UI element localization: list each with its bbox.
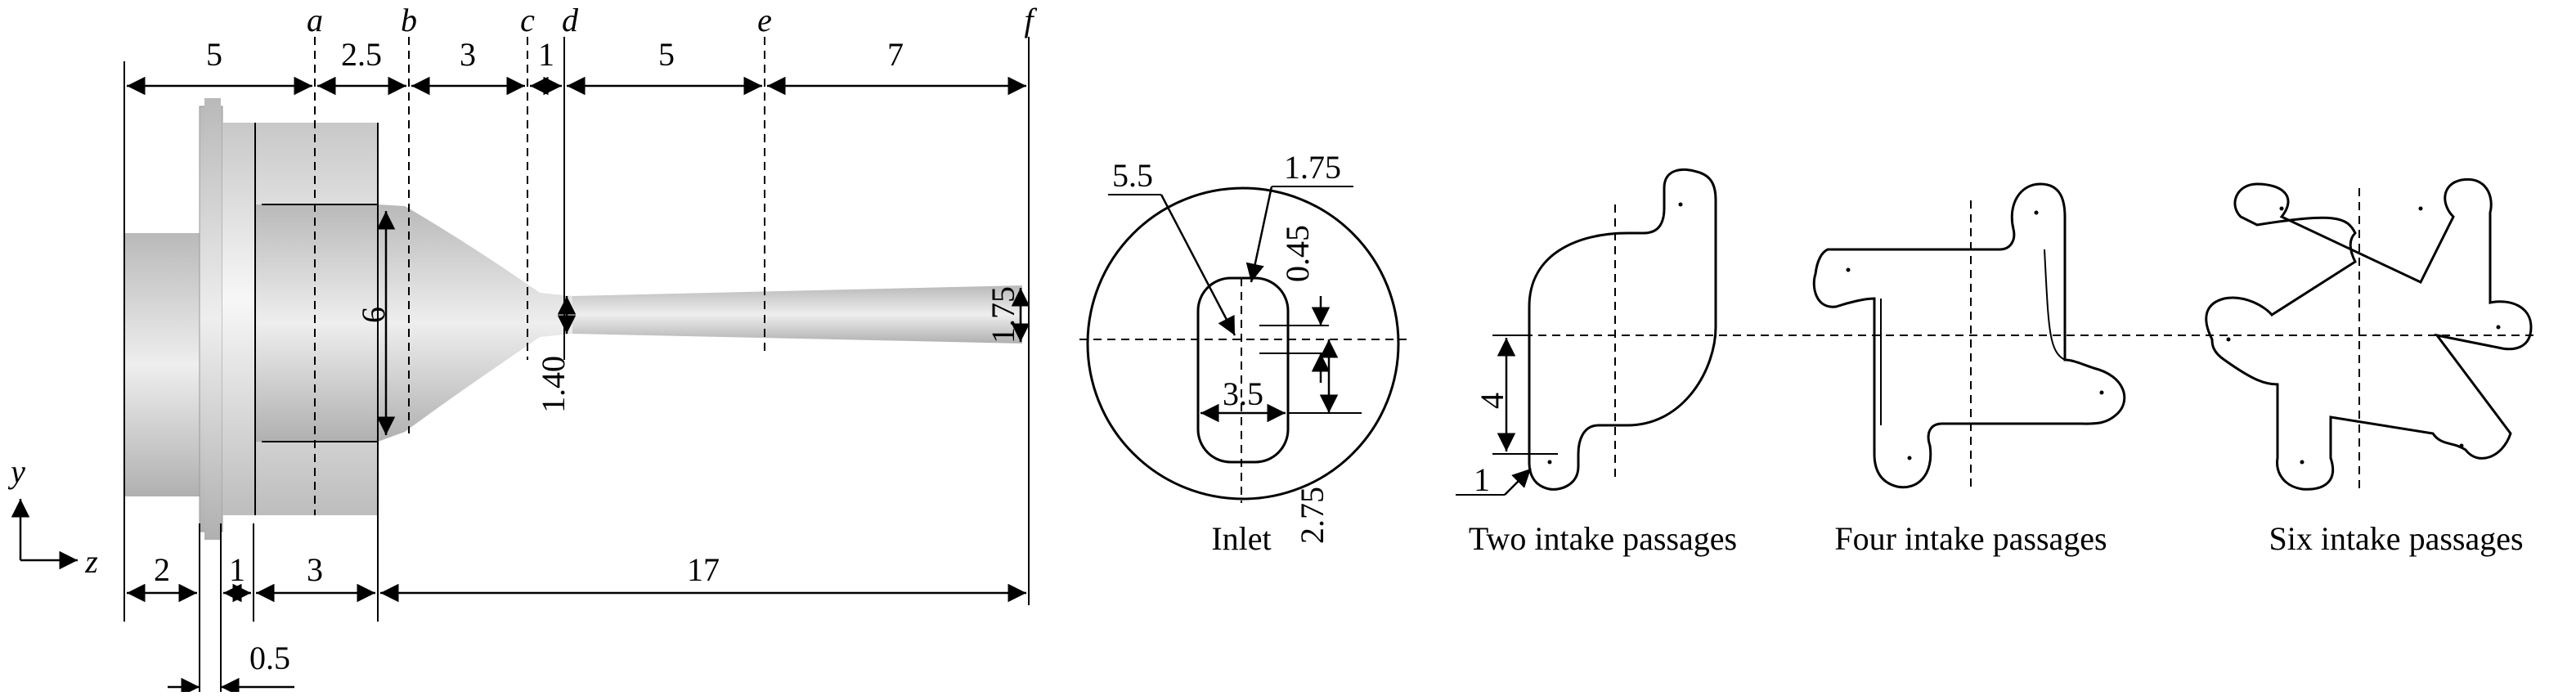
dim-0-45: 0.45 bbox=[1279, 225, 1316, 282]
dim-3-5: 3.5 bbox=[1223, 375, 1263, 412]
orifice-tube bbox=[572, 285, 1022, 344]
section-label-a: a bbox=[307, 2, 323, 38]
swirl-chamber-inner bbox=[255, 204, 378, 442]
inlet-slot bbox=[1196, 276, 1290, 464]
six-passage-contour bbox=[2205, 177, 2533, 491]
axis-label-y: y bbox=[7, 453, 25, 490]
four-passages-caption: Four intake passages bbox=[1834, 520, 2107, 557]
section-label-d: d bbox=[562, 2, 579, 38]
flange-edge bbox=[204, 98, 221, 540]
six-passages-caption: Six intake passages bbox=[2269, 520, 2523, 557]
two-passage-contour bbox=[1528, 168, 1717, 491]
dim-1-bottom: 1 bbox=[229, 551, 245, 588]
four-passages-view: Four intake passages bbox=[1812, 182, 2126, 557]
dim-0-5: 0.5 bbox=[249, 640, 290, 676]
dim-5-top: 5 bbox=[206, 36, 222, 73]
dim-1-top: 1 bbox=[538, 36, 554, 73]
nozzle-side-view: a b c d e f 5 2.5 3 1 5 7 6 1.40 1.75 bbox=[7, 2, 1037, 696]
dim-4: 4 bbox=[1474, 393, 1510, 409]
two-passages-view: 4 1 Two intake passages bbox=[1456, 168, 2535, 557]
dim-17: 17 bbox=[687, 551, 720, 588]
dim-2: 2 bbox=[154, 551, 170, 588]
dim-3-top: 3 bbox=[460, 36, 476, 73]
bottom-dimension-chain: 2 1 3 17 0.5 bbox=[127, 515, 1026, 696]
dim-1-40: 1.40 bbox=[535, 356, 572, 413]
coordinate-axes: y z bbox=[7, 453, 98, 580]
inlet-stub bbox=[124, 233, 206, 496]
six-passages-view: Six intake passages bbox=[2205, 177, 2533, 557]
section-label-e: e bbox=[757, 2, 772, 38]
dim-2-5: 2.5 bbox=[341, 36, 382, 73]
inlet-view: 5.5 1.75 0.45 2.75 3.5 Inlet bbox=[1079, 149, 1407, 557]
four-passage-contour bbox=[1812, 182, 2126, 489]
section-label-f: f bbox=[1024, 2, 1037, 38]
dim-1-75-nozzle: 1.75 bbox=[985, 286, 1021, 344]
dim-5-5: 5.5 bbox=[1112, 157, 1153, 194]
dim-6: 6 bbox=[355, 307, 392, 323]
leader-1-75 bbox=[1245, 186, 1273, 283]
dim-1-passage: 1 bbox=[1474, 461, 1490, 498]
section-label-c: c bbox=[520, 2, 535, 38]
dim-7: 7 bbox=[887, 36, 904, 73]
two-passages-caption: Two intake passages bbox=[1469, 520, 1737, 557]
dim-1-75-inlet: 1.75 bbox=[1284, 149, 1341, 186]
dim-5-mid: 5 bbox=[658, 36, 675, 73]
dim-3-bottom: 3 bbox=[307, 551, 323, 588]
section-label-b: b bbox=[401, 2, 417, 38]
top-dimension-chain: 5 2.5 3 1 5 7 bbox=[127, 36, 1026, 96]
inlet-caption: Inlet bbox=[1211, 520, 1271, 557]
dim-2-75: 2.75 bbox=[1294, 487, 1331, 544]
axis-label-z: z bbox=[84, 543, 98, 580]
convergent-cone bbox=[378, 204, 572, 442]
inlet-outer-circle bbox=[1086, 186, 1400, 501]
leader-5-5 bbox=[1160, 194, 1236, 336]
